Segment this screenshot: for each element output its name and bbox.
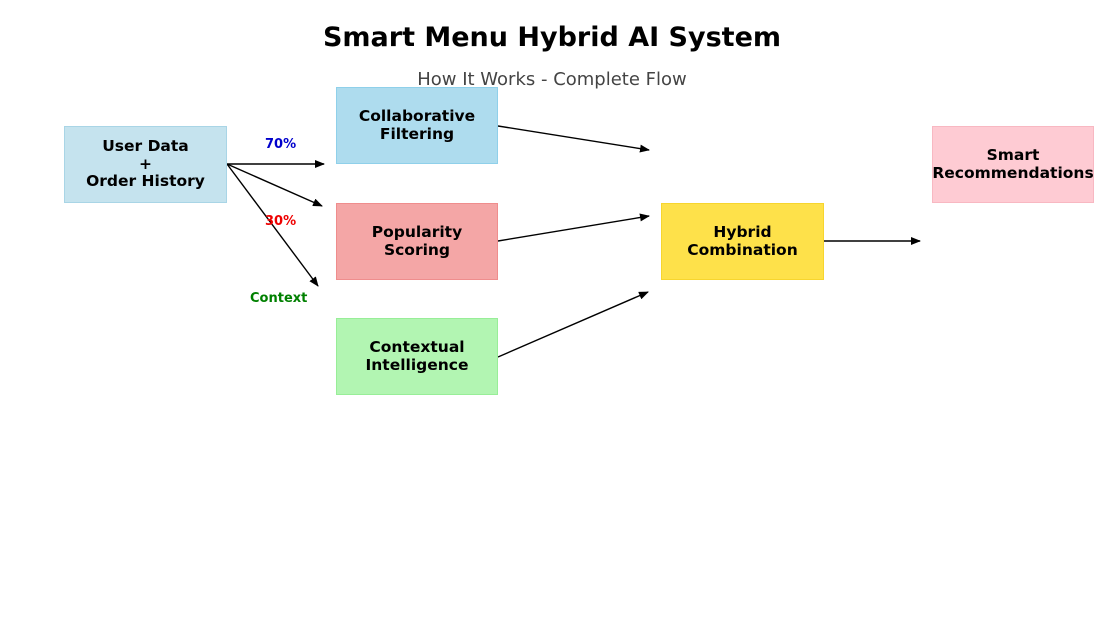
popularity-scoring-node: Popularity Scoring [336,203,498,280]
diagram-subtitle: How It Works - Complete Flow [417,69,687,90]
contextual-intelligence-node: Contextual Intelligence [336,318,498,395]
smart-recommendations-node: Smart Recommendations [932,126,1094,203]
collaborative-weight-label: 70% [265,137,297,152]
arrow-collaborative-to-hybrid [497,125,650,153]
arrow-popularity-to-hybrid [497,213,650,242]
context-label: Context [250,291,308,306]
collaborative-filtering-node: Collaborative Filtering [336,87,498,164]
arrow-user-to-popularity [226,163,323,207]
hybrid-combination-node: Hybrid Combination [661,203,824,280]
popularity-weight-label: 30% [265,214,297,229]
user-data-node: User Data + Order History [64,126,227,203]
arrow-contextual-to-hybrid [497,291,649,358]
diagram-title: Smart Menu Hybrid AI System [322,22,782,53]
arrow-user-to-contextual [226,163,319,287]
